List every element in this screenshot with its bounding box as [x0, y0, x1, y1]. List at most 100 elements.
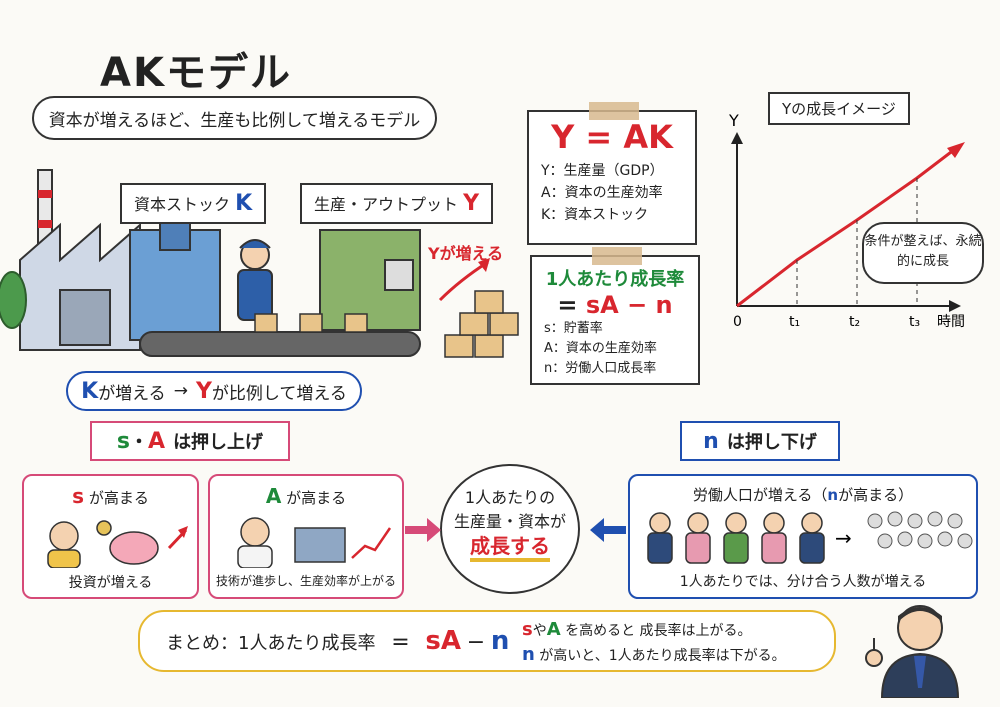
subtitle-pill: 資本が増えるほど、生産も比例して増えるモデル — [32, 96, 437, 140]
center-result: 1人あたりの 生産量・資本が 成長する — [440, 464, 580, 594]
push-down-text: は押し下げ — [726, 432, 817, 453]
workforce-illustration: → — [647, 511, 973, 564]
crowd-head — [927, 511, 943, 527]
output-label: 生産・アウトプット Y — [300, 183, 494, 224]
presenter-hair — [898, 607, 942, 622]
growth-def-n: n：労働人口成長率 — [544, 361, 657, 376]
tick-label: t₃ — [909, 314, 920, 330]
relation-pill: K が増える → Y が比例して増える — [66, 371, 362, 411]
chimney-stripe — [38, 190, 52, 198]
growth-n: n — [655, 291, 673, 319]
formula-def-k: K：資本ストック — [541, 207, 649, 223]
growth-def-a: A：資本の生産効率 — [544, 341, 657, 356]
summary-line2-n: n — [522, 644, 535, 665]
worker-head — [725, 512, 747, 534]
relation-y-text: が比例して増える — [211, 383, 347, 404]
worker-body — [799, 532, 825, 564]
chart-xlabel: 時間 — [937, 314, 965, 330]
stacked-box — [459, 312, 489, 336]
crowd-head — [897, 531, 913, 547]
person-body — [47, 549, 81, 569]
push-down-arrow-icon — [590, 518, 626, 542]
tape — [592, 247, 642, 265]
factory-illustration — [0, 169, 519, 358]
summary-formula: まとめ：1人あたり成長率 = sA − n — [166, 626, 509, 656]
push-up-arrow-shaft — [405, 526, 427, 534]
person-head — [49, 521, 79, 551]
tick-label: t₂ — [849, 314, 860, 330]
a-panel-title: が高まる — [286, 489, 347, 507]
presenter-head — [897, 605, 943, 651]
growth-card-title: 1人あたり成長率 — [545, 269, 685, 290]
capital-label: 資本ストック K — [120, 183, 267, 224]
chart-annotation-text: 条件が整えば、永続的に成長 — [864, 234, 982, 269]
worker-body — [723, 532, 749, 564]
push-up-a: A — [148, 428, 166, 454]
push-down-arrow-head — [590, 518, 604, 542]
summary-a: A — [440, 626, 461, 656]
y-axis-arrow — [731, 132, 743, 144]
conveyor-belt — [139, 331, 421, 357]
presenter-hand — [865, 649, 883, 667]
capital-symbol: K — [235, 191, 253, 216]
relation-y: Y — [195, 378, 212, 404]
workers-group — [647, 512, 825, 564]
efficiency-chart — [351, 527, 392, 559]
n-panel-title-a: 労働人口が増える（ — [692, 486, 828, 504]
crowd-group — [867, 511, 973, 549]
coin — [96, 520, 112, 536]
center-line1: 1人あたりの — [464, 488, 556, 507]
summary-line2-text: が高いと、1人あたり成長率は下がる。 — [539, 648, 786, 664]
subtitle-text: 資本が増えるほど、生産も比例して増えるモデル — [48, 110, 421, 131]
technology-illustration — [237, 517, 392, 569]
stacked-box — [489, 312, 519, 336]
s-panel-symbol: s — [72, 484, 85, 508]
growth-minus: − — [627, 291, 648, 319]
growth-card: 1人あたり成長率 = sA − n s：貯蓄率 A：資本の生産効率 n：労働人口… — [530, 247, 700, 385]
growth-a: A — [600, 291, 619, 319]
worker-body — [647, 532, 673, 564]
increase-arrow-head — [478, 258, 490, 272]
stacked-box — [474, 290, 504, 314]
presenter-tie — [914, 656, 926, 688]
push-up-dot: ・ — [130, 432, 149, 453]
n-panel-caption: 1人あたりでは、分け合う人数が増える — [679, 574, 927, 590]
summary-eq: = — [391, 630, 410, 655]
push-up-text: は押し上げ — [173, 432, 264, 453]
belt-box — [344, 313, 368, 333]
growth-line-arrow — [947, 142, 965, 158]
summary-notes: sやA を高めると 成長率は上がる。 n が高いと、1人あたり成長率は下がる。 — [522, 618, 786, 668]
output-symbol: Y — [463, 191, 480, 216]
summary-label: まとめ：1人あたり成長率 — [166, 633, 376, 654]
formula-def-a: A：資本の生産効率 — [541, 185, 663, 201]
worker-head — [763, 512, 785, 534]
arrow-icon: → — [835, 526, 852, 550]
chimney-stripe — [38, 220, 52, 228]
push-up-s: s — [116, 428, 131, 454]
a-panel: A が高まる 技術が進歩し、生産効率が上がる — [208, 474, 404, 599]
page-title: AKモデル — [100, 50, 292, 96]
chart-title: Yの成長イメージ — [768, 92, 910, 125]
crowd-head — [937, 531, 953, 547]
summary-s: s — [425, 626, 441, 656]
relation-arrow: → — [173, 381, 188, 401]
summary-n: n — [490, 626, 510, 656]
push-down-label: n は押し下げ — [680, 421, 840, 461]
s-panel: s が高まる 投資が増える — [22, 474, 199, 599]
summary-line1-s: s — [522, 619, 533, 640]
relation-k-text: が増える — [98, 383, 166, 404]
tree — [0, 271, 27, 329]
capital-label-text: 資本ストック — [134, 195, 231, 214]
n-panel: 労働人口が増える（nが高まる） → 1人あたりでは、分け合う人数が増える — [628, 474, 978, 599]
summary-minus: − — [466, 630, 486, 655]
engineer-head — [240, 517, 270, 547]
factory-door — [59, 289, 111, 346]
worker-cap — [239, 239, 271, 249]
push-down-n: n — [703, 428, 719, 454]
piggy-bank — [109, 531, 159, 565]
piggy-bank-illustration — [47, 520, 188, 569]
center-line3: 成長する — [470, 534, 550, 562]
growth-s: s — [585, 291, 601, 319]
chart-origin: 0 — [733, 314, 742, 330]
